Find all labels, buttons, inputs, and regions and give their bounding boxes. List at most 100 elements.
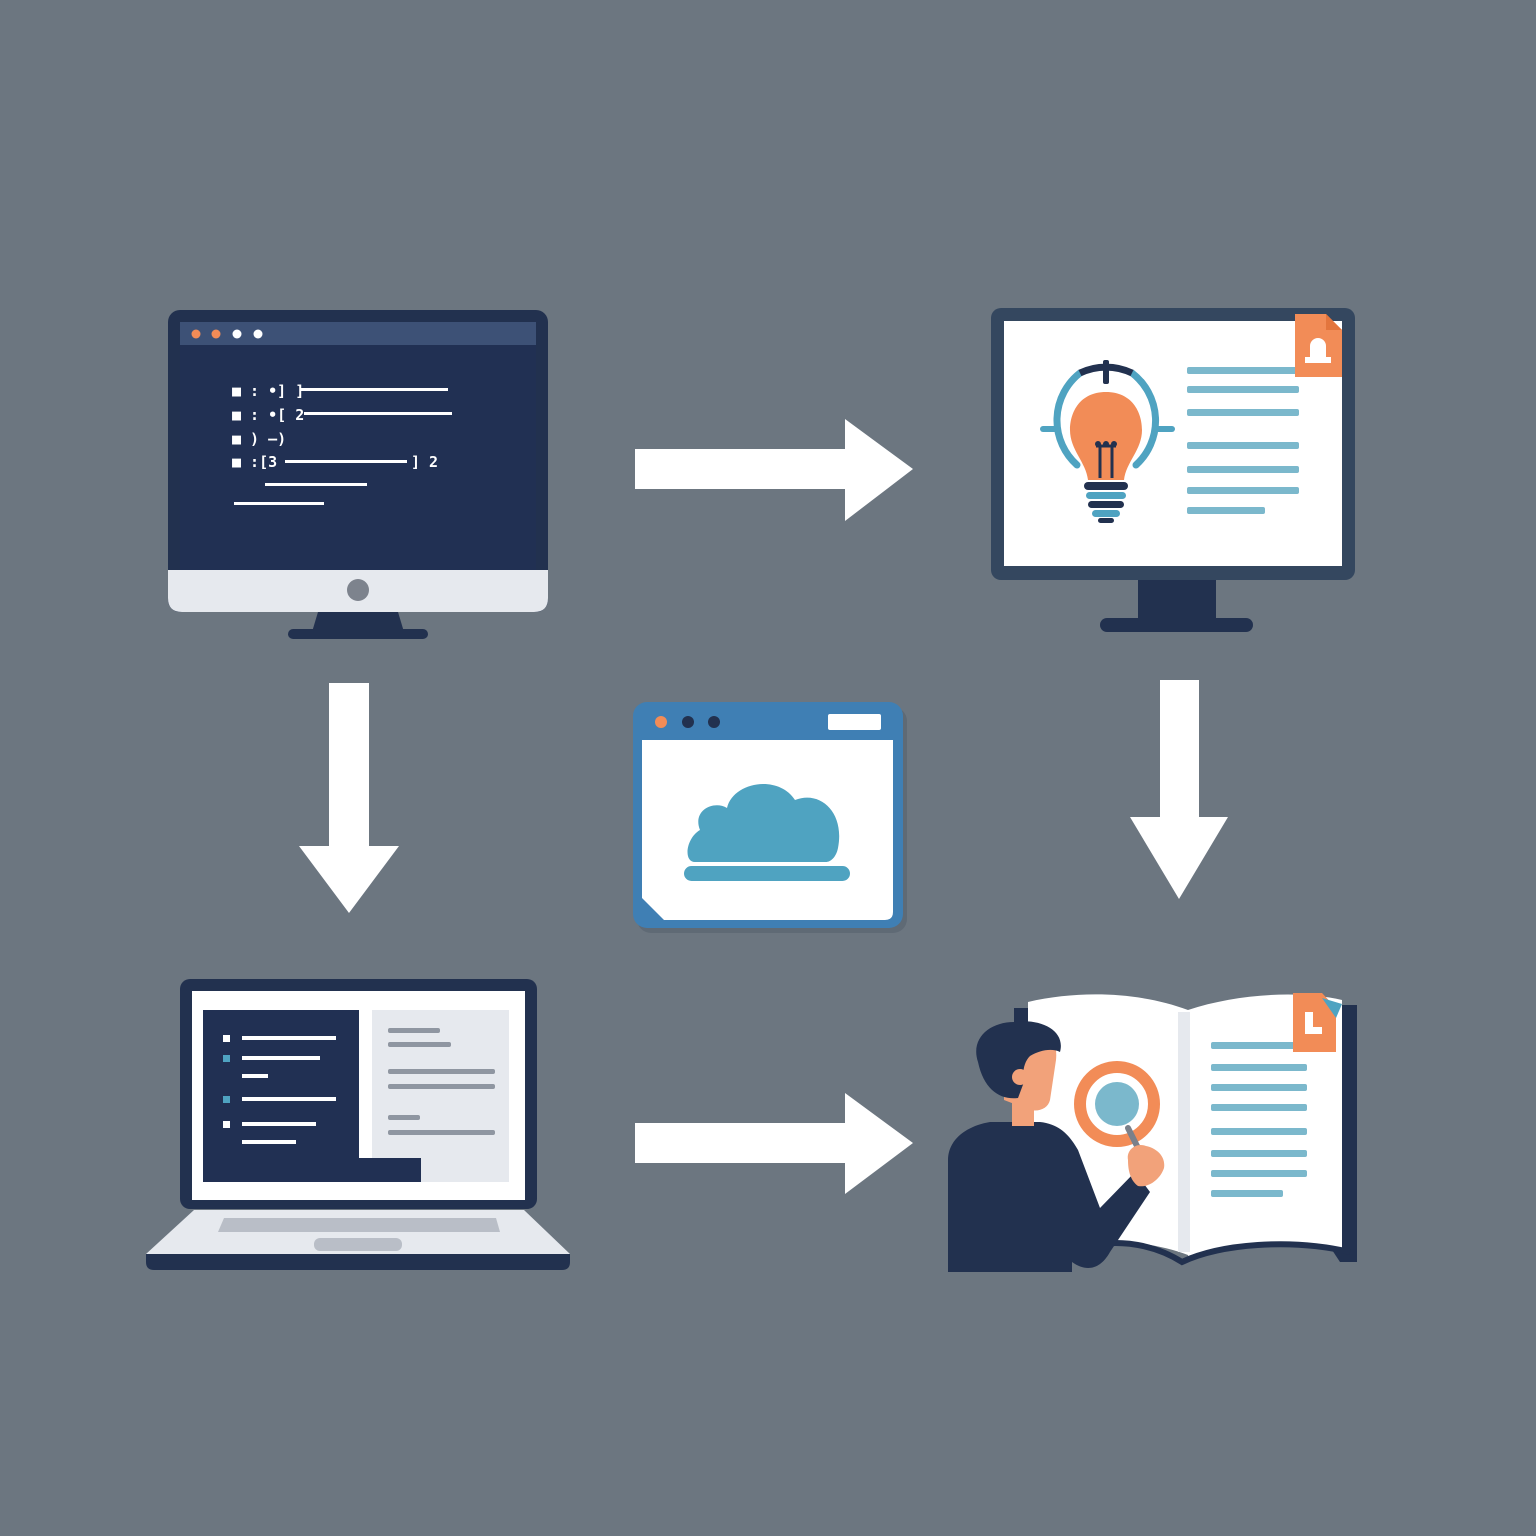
- browser-dot-navy-2: [708, 716, 720, 728]
- decorative-shape: [1305, 1012, 1322, 1034]
- doc-line-6: [1187, 487, 1299, 494]
- code-line-3: ■ ) —): [232, 430, 286, 448]
- decorative-shape: [1211, 1150, 1307, 1157]
- decorative-shape: [1211, 1128, 1307, 1135]
- browser-dot-orange: [655, 716, 667, 728]
- doc-line-1: [1187, 367, 1297, 374]
- laptop-base-edge: [146, 1254, 570, 1270]
- bulb-base-3: [1088, 501, 1124, 508]
- doc-line-7: [1187, 507, 1265, 514]
- decorative-shape: [388, 1115, 420, 1120]
- target-tick-left: [1040, 426, 1060, 432]
- code-bar-6: [234, 502, 324, 505]
- cloud-icon: [687, 784, 840, 862]
- monitor-base: [1100, 618, 1253, 632]
- monitor-lightbulb-document-icon: [991, 308, 1355, 632]
- monitor-screen: [180, 345, 536, 570]
- target-ring-left: [1053, 369, 1084, 469]
- window-dot-orange: [211, 329, 221, 339]
- window-title-bar: [180, 322, 536, 345]
- person-hand: [1127, 1144, 1165, 1187]
- target-tick-right: [1155, 426, 1175, 432]
- person-reading-book-magnifier-icon: [948, 993, 1357, 1272]
- desktop-monitor-code-icon: ■ : •] ] ■ : •[ 2 ■ ) —) ■ :[3 ] 2: [168, 310, 548, 639]
- bulb-base-4: [1092, 510, 1120, 517]
- decorative-shape: [1103, 441, 1109, 447]
- decorative-shape: [223, 1055, 230, 1062]
- decorative-shape: [1211, 1170, 1307, 1177]
- arrow-down-left: [299, 683, 399, 913]
- book-page-curve: [1099, 1239, 1351, 1266]
- monitor-base: [288, 629, 428, 639]
- person-ear-shape: [1012, 1069, 1028, 1085]
- code-line-4-suffix: ] 2: [411, 453, 438, 471]
- lightbulb-glass: [1070, 392, 1142, 480]
- browser-dot-navy: [682, 716, 694, 728]
- decorative-shape: [1211, 1084, 1307, 1091]
- person-hair: [976, 1021, 1061, 1099]
- decorative-shape: [1111, 441, 1117, 447]
- decorative-shape: [1211, 1064, 1307, 1071]
- bulb-base-tip: [1098, 518, 1114, 523]
- editor-terminal-box: [344, 1158, 421, 1182]
- laptop-keyboard: [218, 1218, 500, 1232]
- laptop-split-editor-icon: [146, 979, 570, 1270]
- window-dot-white: [232, 329, 242, 339]
- decorative-shape: [223, 1035, 230, 1042]
- monitor-power-button: [347, 579, 369, 601]
- decorative-shape: [242, 1122, 316, 1126]
- decorative-shape: [388, 1028, 440, 1033]
- decorative-shape: [1211, 1042, 1306, 1049]
- person-torso: [948, 1122, 1150, 1272]
- decorative-shape: [1095, 441, 1101, 447]
- target-ring-right: [1128, 369, 1160, 469]
- code-bar-2: [304, 412, 452, 415]
- decorative-shape: [1322, 998, 1342, 1018]
- window-dot-red: [191, 329, 201, 339]
- code-bar-1: [300, 388, 448, 391]
- decorative-shape: [242, 1074, 268, 1078]
- monitor-neck: [1138, 580, 1216, 620]
- monitor-stand: [312, 612, 404, 632]
- arrow-right-top: [635, 419, 913, 521]
- browser-address-bar: [828, 714, 881, 730]
- decorative-shape: [1211, 1104, 1307, 1111]
- decorative-shape: [242, 1036, 336, 1040]
- bulb-base-1: [1084, 482, 1128, 490]
- code-line-2: ■ : •[ 2: [232, 406, 304, 424]
- decorative-shape: [388, 1069, 495, 1074]
- decorative-shape: [388, 1042, 451, 1047]
- arrow-down-right: [1130, 680, 1228, 899]
- doc-line-5: [1187, 466, 1299, 473]
- code-bar-5: [265, 483, 367, 486]
- code-line-1: ■ : •] ]: [232, 382, 304, 400]
- code-bar-4: [285, 460, 407, 463]
- decorative-shape: [242, 1097, 336, 1101]
- doc-line-2: [1187, 386, 1299, 393]
- magnifier-lens: [1095, 1082, 1139, 1126]
- bulb-base-2: [1086, 492, 1126, 499]
- decorative-shape: [1326, 314, 1342, 330]
- arrow-right-bottom: [635, 1093, 913, 1194]
- laptop-trackpad: [314, 1238, 402, 1251]
- decorative-shape: [242, 1056, 320, 1060]
- decorative-shape: [1211, 1190, 1283, 1197]
- decorative-shape: [223, 1121, 230, 1128]
- bookmark-tag-icon: [1293, 993, 1336, 1052]
- book-gutter: [1178, 1012, 1190, 1252]
- browser-window-cloud-icon: [633, 702, 907, 933]
- decorative-shape: [223, 1096, 230, 1103]
- code-line-4: ■ :[3: [232, 453, 277, 471]
- document-tag-person-icon: [1305, 338, 1331, 363]
- editor-right-pane: [372, 1010, 509, 1182]
- doc-line-4: [1187, 442, 1299, 449]
- decorative-shape: [242, 1140, 296, 1144]
- doc-line-3: [1187, 409, 1299, 416]
- decorative-shape: [388, 1084, 495, 1089]
- cloud-base: [684, 866, 850, 881]
- target-tick-top: [1103, 360, 1109, 384]
- window-dot-white-2: [253, 329, 263, 339]
- decorative-shape: [388, 1130, 495, 1135]
